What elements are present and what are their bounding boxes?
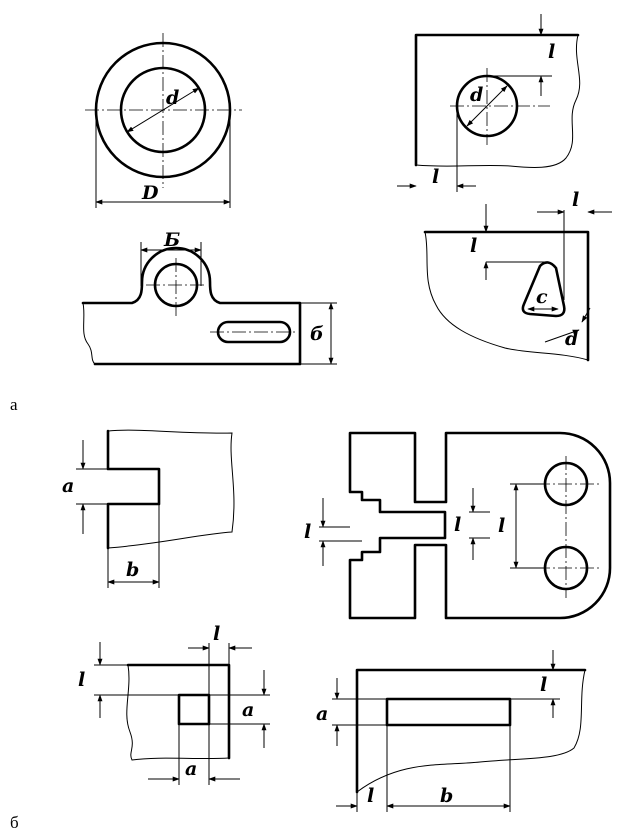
label-a: a	[316, 703, 328, 725]
label-a: a	[62, 475, 74, 497]
label-l: l	[454, 514, 461, 536]
label-c: c	[536, 286, 548, 308]
label-l: l	[540, 674, 547, 696]
label-l: l	[304, 521, 311, 543]
section-label-b: б	[10, 813, 19, 832]
label-b: b	[126, 559, 139, 581]
triangle-hole-view: l l c d	[423, 189, 612, 362]
label-B: Б	[163, 229, 180, 251]
plate-hole-view: d l l	[397, 14, 581, 192]
label-b: б	[310, 323, 324, 345]
slot-block-view: a b	[62, 429, 235, 588]
label-l: l	[78, 669, 85, 691]
label-l: l	[432, 166, 439, 188]
label-a: a	[242, 699, 254, 721]
label-l: l	[367, 785, 374, 807]
label-d: d	[166, 87, 179, 109]
h-plate-view: l l l	[304, 431, 612, 620]
label-l: l	[572, 189, 579, 211]
label-d: d	[565, 328, 578, 350]
label-D: D	[141, 182, 159, 204]
label-l: l	[470, 235, 477, 257]
square-hole-view: l l a a	[78, 623, 270, 785]
lug-body-view: Б б	[81, 229, 337, 366]
section-label-a: а	[10, 395, 18, 414]
label-d: d	[470, 84, 483, 106]
label-b: b	[440, 785, 453, 807]
window-plate-view: l a l b	[316, 650, 587, 812]
washer-view: d D	[85, 33, 242, 208]
label-a: a	[185, 758, 197, 780]
label-l: l	[548, 41, 555, 63]
label-l: l	[498, 515, 505, 537]
label-l: l	[213, 623, 220, 645]
